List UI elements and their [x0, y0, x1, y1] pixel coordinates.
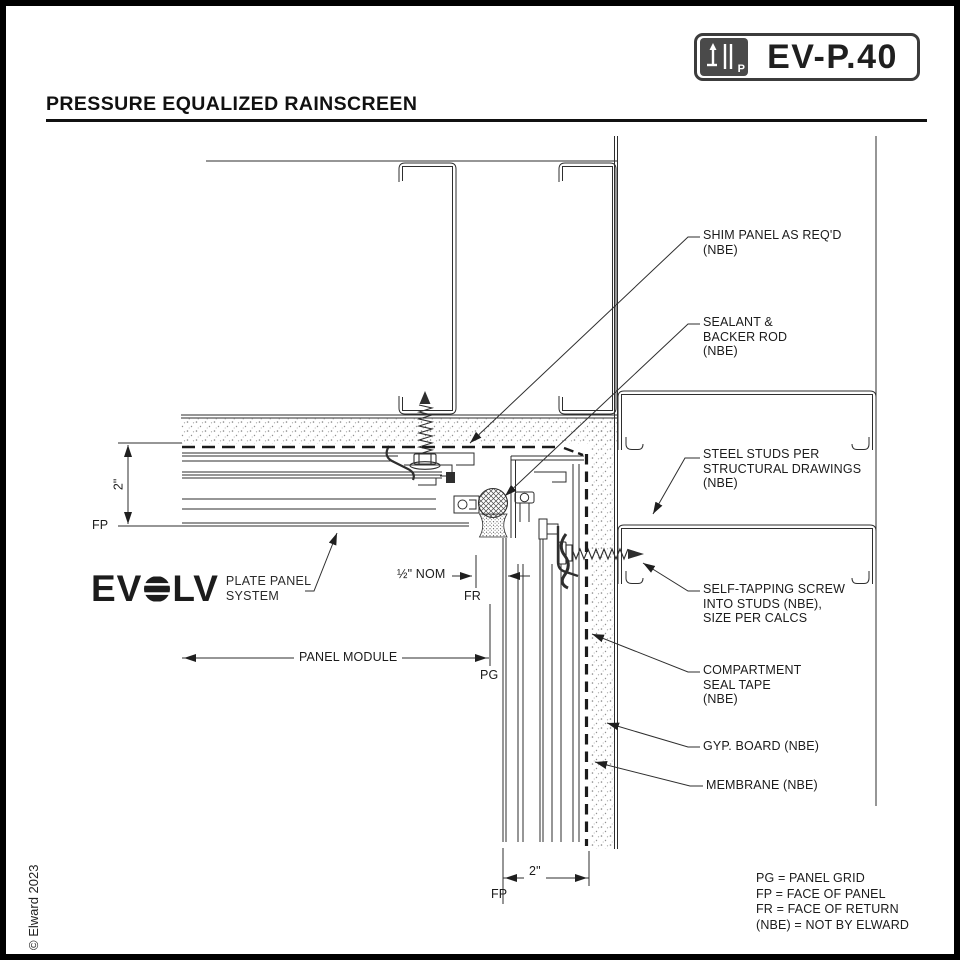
- leader-steel-studs: [652, 457, 700, 515]
- legend-line-nbe: (NBE) = NOT BY ELWARD: [756, 917, 910, 932]
- leader-screw: [642, 562, 700, 592]
- leader-evolv-panel: [305, 532, 338, 592]
- callout-self-tapping-screw: SELF-TAPPING SCREW INTO STUDS (NBE), SIZ…: [703, 582, 846, 626]
- legend-line-fp: FP = FACE OF PANEL: [756, 886, 886, 901]
- top-wall-sheathing-lines: [181, 414, 618, 419]
- dim-text-left-depth: 2": [111, 478, 126, 491]
- leader-membrane: [594, 761, 703, 787]
- callout-gyp-board: GYP. BOARD (NBE): [703, 739, 820, 753]
- membrane-dashed-corner: [563, 446, 584, 457]
- callout-membrane: MEMBRANE (NBE): [706, 778, 818, 792]
- sealant-bead: [478, 513, 508, 538]
- steel-stud-right-upper: [617, 390, 877, 450]
- vertical-screw-tip: [419, 391, 431, 404]
- callout-panel-module: PANEL MODULE: [294, 650, 403, 665]
- hook-clip: [385, 445, 415, 481]
- legend-line-fr: FR = FACE OF RETURN: [756, 902, 899, 917]
- title-rule: [46, 119, 927, 122]
- dim-text-joint-width: ½" NOM: [397, 567, 446, 581]
- legend-line-pg: PG = PANEL GRID: [756, 871, 865, 885]
- tagline-line2: SYSTEM: [225, 588, 280, 603]
- callout-steel-studs: STEEL STUDS PER STRUCTURAL DRAWINGS (NBE…: [703, 447, 862, 491]
- plate-panel-icon: P: [700, 38, 748, 76]
- steel-stud-right-lower: [617, 524, 877, 584]
- gyp-board-top-wall: [181, 418, 618, 444]
- leader-shim-panel: [469, 236, 700, 444]
- evolv-wordmark: EV LV: [91, 567, 219, 611]
- copyright-text: © Elward 2023: [26, 864, 41, 950]
- callout-compartment-seal-tape: COMPARTMENT SEAL TAPE (NBE): [703, 663, 802, 707]
- backer-rod: [477, 487, 509, 519]
- steel-stud-top-left: [398, 162, 457, 415]
- seal-tape-squiggle: [559, 533, 570, 590]
- panel-left-extrusion-lines: [182, 452, 469, 527]
- steel-stud-top-right: [558, 162, 617, 415]
- wordmark-lv: LV: [172, 568, 219, 609]
- leader-seal-tape: [591, 633, 700, 673]
- callout-sealant-backer-rod: SEALANT & BACKER ROD (NBE): [703, 315, 788, 359]
- brand-tagline: PLATE PANEL SYSTEM: [226, 574, 312, 603]
- detail-drawing: [118, 136, 877, 904]
- dim-text-bottom-depth: 2": [524, 864, 546, 879]
- horizontal-screw-tip: [628, 549, 644, 559]
- dim-bottom-2in: [502, 848, 590, 904]
- sheet-number: EV-P.40: [767, 37, 898, 76]
- gasket-block: [446, 472, 455, 483]
- mark-fp-left: FP: [92, 518, 109, 532]
- dim-joint-half-in: [452, 555, 530, 588]
- leader-sealant: [504, 323, 700, 497]
- abbreviation-legend: PG = PANEL GRID FP = FACE OF PANEL FR = …: [756, 871, 909, 933]
- mark-pg: PG: [480, 668, 499, 682]
- evolv-o-icon: [143, 575, 171, 608]
- callout-shim-panel: SHIM PANEL AS REQ'D (NBE): [703, 228, 842, 257]
- panel-return-extrusion-lines: [502, 464, 580, 842]
- evolv-logo: EV LV PLATE PANEL SYSTEM: [91, 567, 311, 611]
- leader-gyp-board: [606, 722, 700, 748]
- gyp-board-right-wall: [590, 418, 614, 849]
- vertical-screw: [409, 404, 441, 470]
- dim-left-2in: [118, 442, 182, 527]
- mark-fp-bottom: FP: [491, 887, 508, 901]
- tagline-line1: PLATE PANEL: [225, 574, 312, 588]
- wordmark-ev: EV: [91, 568, 143, 609]
- badge-icon-letter: P: [737, 63, 745, 75]
- page-title: PRESSURE EQUALIZED RAINSCREEN: [46, 93, 418, 115]
- sheet-number-badge: P EV-P.40: [694, 33, 920, 81]
- mark-fr: FR: [464, 589, 481, 603]
